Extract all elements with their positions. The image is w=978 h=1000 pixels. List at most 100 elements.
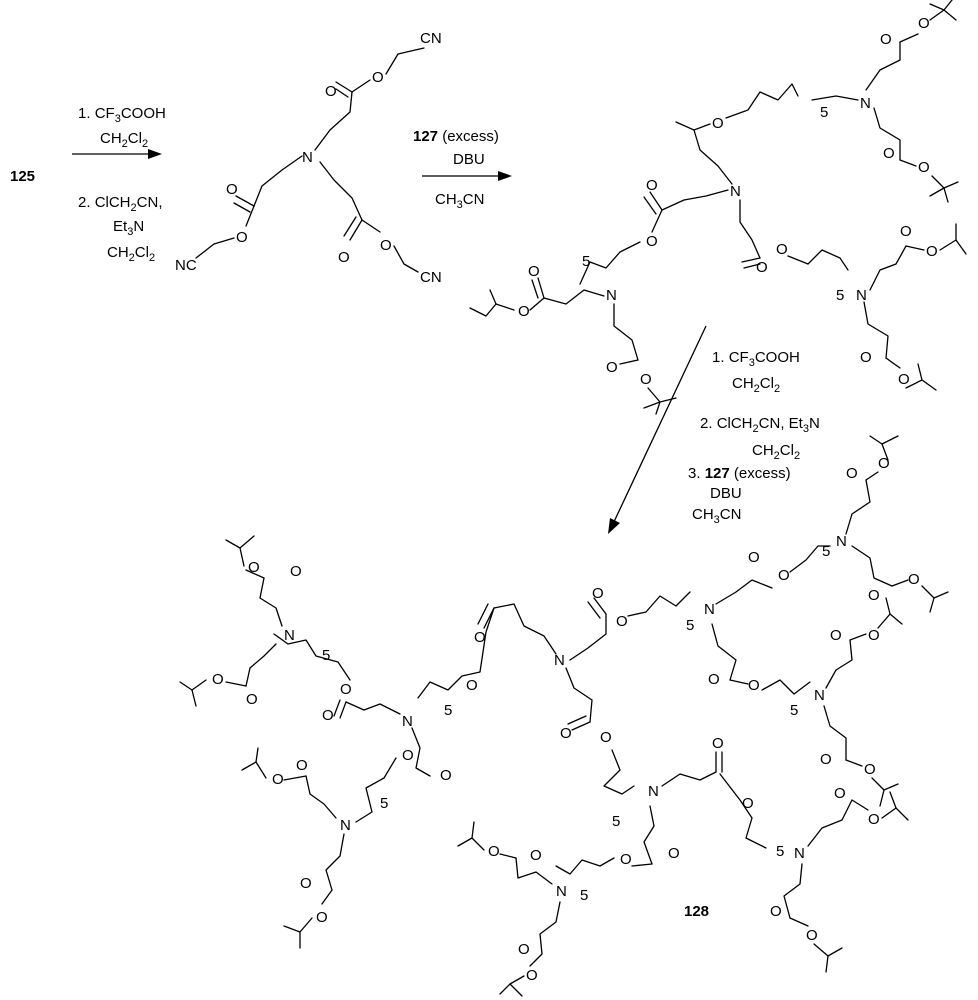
svg-text:O: O: [616, 613, 628, 630]
svg-text:O: O: [756, 259, 768, 276]
svg-text:O: O: [926, 243, 938, 260]
first-generation-dendrimer: N O 5 N O O O O O O 5 N: [469, 0, 967, 415]
svg-text:N: N: [284, 627, 295, 644]
svg-text:CN: CN: [420, 269, 442, 286]
svg-text:O: O: [290, 563, 302, 580]
svg-text:O: O: [620, 851, 632, 868]
svg-text:O: O: [770, 903, 782, 920]
svg-text:CH3CN: CH3CN: [435, 191, 484, 211]
svg-text:O: O: [776, 241, 788, 258]
svg-text:5: 5: [580, 887, 588, 904]
svg-text:5: 5: [686, 617, 694, 634]
svg-text:127 (excess): 127 (excess): [413, 128, 499, 145]
svg-text:O: O: [834, 785, 846, 802]
svg-text:O: O: [600, 729, 612, 746]
svg-text:O: O: [640, 371, 652, 388]
svg-text:O: O: [878, 455, 890, 472]
svg-text:O: O: [466, 677, 478, 694]
step3-conditions: 1. CF3COOH CH2Cl2 2. ClCH2CN, Et3N CH2Cl…: [688, 349, 820, 526]
svg-text:N: N: [554, 652, 565, 669]
svg-text:O: O: [518, 303, 530, 320]
svg-text:O: O: [708, 671, 720, 688]
svg-text:O: O: [212, 671, 224, 688]
svg-text:N: N: [704, 601, 715, 618]
svg-text:N: N: [340, 817, 351, 834]
svg-text:O: O: [880, 31, 892, 48]
svg-text:O: O: [883, 145, 895, 162]
svg-text:NC: NC: [175, 257, 197, 274]
svg-text:5: 5: [790, 702, 798, 719]
svg-text:2. ClCH2CN,: 2. ClCH2CN,: [78, 194, 163, 214]
svg-text:2. ClCH2CN, Et3N: 2. ClCH2CN, Et3N: [700, 415, 820, 435]
svg-text:O: O: [846, 465, 858, 482]
svg-text:O: O: [474, 629, 486, 646]
step2-arrow: [422, 171, 512, 181]
svg-text:5: 5: [380, 795, 388, 812]
svg-text:CN: CN: [420, 30, 442, 47]
svg-text:O: O: [806, 927, 818, 944]
svg-text:O: O: [488, 843, 500, 860]
svg-text:1. CF3COOH: 1. CF3COOH: [78, 105, 166, 125]
svg-text:O: O: [560, 725, 572, 742]
svg-text:O: O: [712, 735, 724, 752]
svg-text:Et3N: Et3N: [113, 218, 144, 238]
svg-text:5: 5: [582, 253, 590, 270]
svg-text:O: O: [316, 909, 328, 926]
svg-text:O: O: [518, 941, 530, 958]
svg-text:O: O: [440, 767, 452, 784]
svg-text:O: O: [646, 233, 658, 250]
svg-text:N: N: [860, 95, 871, 112]
step1-conditions: 1. CF3COOH CH2Cl2 2. ClCH2CN, Et3N CH2Cl…: [78, 105, 166, 264]
svg-text:CH3CN: CH3CN: [692, 506, 741, 526]
svg-text:5: 5: [612, 813, 620, 830]
svg-text:O: O: [820, 751, 832, 768]
svg-text:O: O: [778, 567, 790, 584]
compound-128-label: 128: [684, 903, 709, 920]
svg-text:O: O: [236, 229, 248, 246]
svg-text:N: N: [814, 687, 825, 704]
svg-text:O: O: [340, 681, 352, 698]
svg-text:DBU: DBU: [453, 151, 485, 168]
svg-text:O: O: [526, 967, 538, 984]
svg-text:N: N: [556, 883, 567, 900]
svg-text:N: N: [794, 845, 805, 862]
svg-text:O: O: [868, 627, 880, 644]
svg-text:1. CF3COOH: 1. CF3COOH: [712, 349, 800, 369]
svg-text:3. 127 (excess): 3. 127 (excess): [688, 465, 791, 482]
svg-text:O: O: [868, 811, 880, 828]
svg-text:O: O: [248, 559, 260, 576]
svg-text:O: O: [380, 237, 392, 254]
svg-text:O: O: [296, 757, 308, 774]
svg-text:O: O: [322, 707, 334, 724]
svg-text:CH2Cl2: CH2Cl2: [752, 442, 800, 462]
svg-text:O: O: [246, 691, 258, 708]
svg-text:O: O: [918, 15, 930, 32]
svg-text:O: O: [918, 159, 930, 176]
svg-text:O: O: [898, 371, 910, 388]
svg-text:O: O: [908, 571, 920, 588]
svg-text:CH2Cl2: CH2Cl2: [107, 244, 155, 264]
step1-arrow: [72, 149, 162, 159]
svg-text:O: O: [606, 359, 618, 376]
svg-text:DBU: DBU: [710, 485, 742, 502]
svg-text:N: N: [648, 783, 659, 800]
svg-text:N: N: [730, 183, 741, 200]
svg-text:CH2Cl2: CH2Cl2: [100, 130, 148, 150]
svg-text:5: 5: [444, 702, 452, 719]
svg-text:O: O: [748, 677, 760, 694]
svg-text:O: O: [338, 249, 350, 266]
svg-text:O: O: [528, 263, 540, 280]
svg-text:O: O: [372, 69, 384, 86]
step3-arrow: [608, 325, 707, 534]
svg-text:N: N: [402, 713, 413, 730]
svg-text:O: O: [748, 549, 760, 566]
svg-text:O: O: [860, 349, 872, 366]
step2-conditions: 127 (excess) DBU CH3CN: [413, 128, 499, 211]
svg-text:O: O: [864, 761, 876, 778]
svg-text:O: O: [742, 795, 754, 812]
svg-text:5: 5: [322, 647, 330, 664]
svg-text:5: 5: [776, 843, 784, 860]
svg-text:O: O: [300, 875, 312, 892]
second-generation-dendrimer: N O O 5 N O O 5 N O O O O O O: [179, 435, 949, 997]
svg-text:O: O: [868, 587, 880, 604]
